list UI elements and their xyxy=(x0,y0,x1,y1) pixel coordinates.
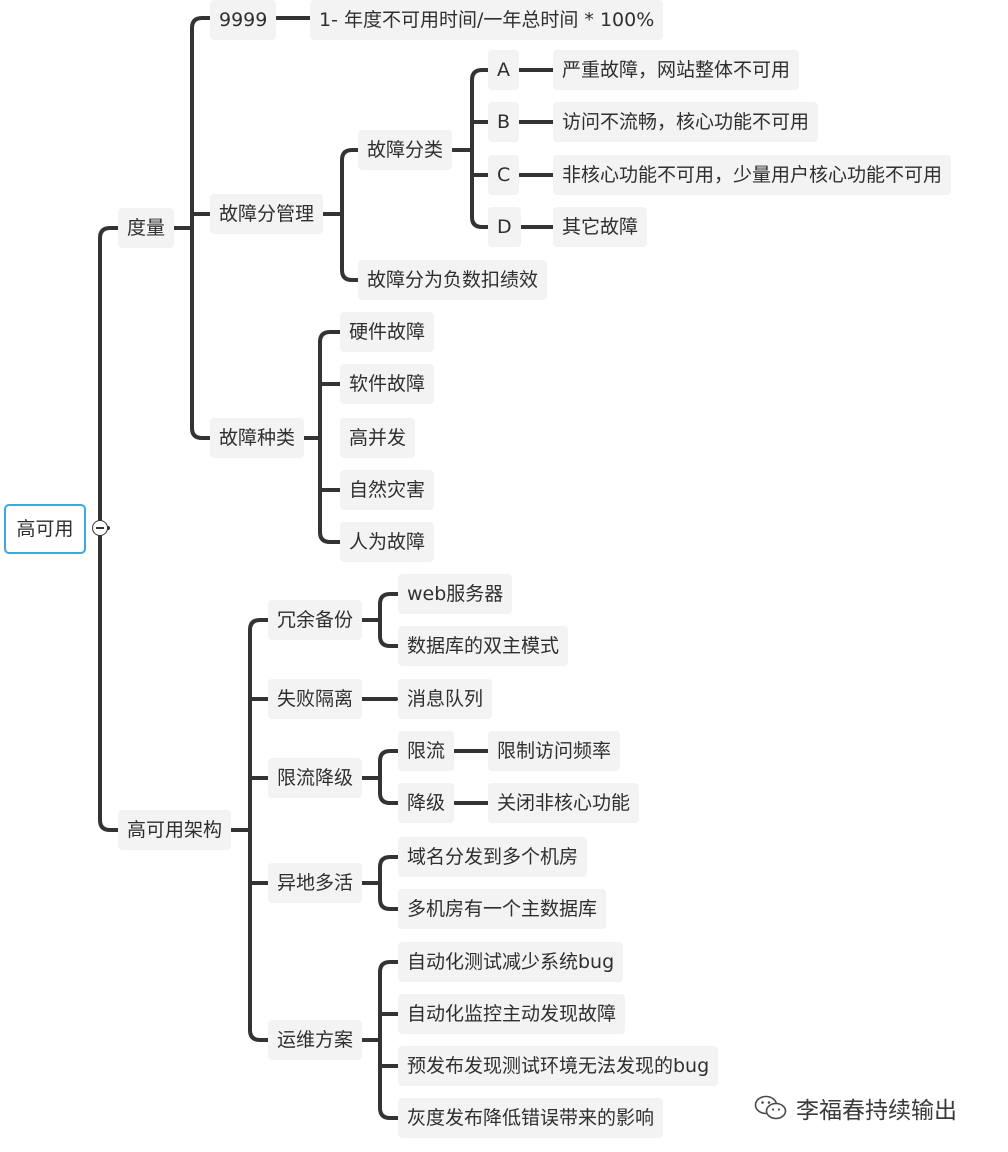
node-level-d[interactable]: D xyxy=(488,207,521,247)
node-yunwei-fangan[interactable]: 运维方案 xyxy=(268,1020,363,1060)
root-node[interactable]: 高可用 xyxy=(4,504,86,554)
node-level-a-desc[interactable]: 严重故障，网站整体不可用 xyxy=(553,50,800,90)
node-level-a[interactable]: A xyxy=(488,50,519,90)
connector-gzzl xyxy=(302,330,342,544)
connector-gzfgl xyxy=(321,148,362,282)
node-9999-desc[interactable]: 1- 年度不可用时间/一年总时间 * 100% xyxy=(310,0,664,40)
node-ziran-zaihai[interactable]: 自然灾害 xyxy=(340,470,435,510)
node-level-b-desc[interactable]: 访问不流畅，核心功能不可用 xyxy=(553,102,819,142)
node-huidu-fabu[interactable]: 灰度发布降低错误带来的影响 xyxy=(398,1098,664,1138)
node-zidonghua-jiankong[interactable]: 自动化监控主动发现故障 xyxy=(398,994,626,1034)
connector-ywfa xyxy=(360,960,400,1120)
connector-gzfl xyxy=(451,68,492,229)
connector-duliang xyxy=(172,16,212,440)
connector-xljj xyxy=(360,749,400,805)
node-rongyu-beifen[interactable]: 冗余备份 xyxy=(268,600,363,640)
node-gaokeyong-jiagou[interactable]: 高可用架构 xyxy=(118,810,232,850)
node-yingjian-guzhang[interactable]: 硬件故障 xyxy=(340,312,435,352)
node-guzhang-fenlei[interactable]: 故障分类 xyxy=(358,130,453,170)
node-9999[interactable]: 9999 xyxy=(210,0,277,40)
node-guzhangfen-guanli[interactable]: 故障分管理 xyxy=(210,194,324,234)
watermark: 李福春持续输出 xyxy=(754,1090,957,1126)
node-jiangji[interactable]: 降级 xyxy=(398,783,455,823)
connector-ydhd xyxy=(360,855,400,911)
node-level-d-desc[interactable]: 其它故障 xyxy=(553,207,648,247)
node-gaobingfa[interactable]: 高并发 xyxy=(340,418,416,458)
node-duojifang-zhushujuku[interactable]: 多机房有一个主数据库 xyxy=(398,889,607,929)
node-guanbi-feihexin[interactable]: 关闭非核心功能 xyxy=(488,783,640,823)
connector-gkyjg xyxy=(230,618,270,1042)
connector-ryby xyxy=(360,592,400,648)
collapse-toggle-icon[interactable] xyxy=(92,520,108,536)
node-yuming-fenfa[interactable]: 域名分发到多个机房 xyxy=(398,837,588,877)
node-zidonghua-ceshi[interactable]: 自动化测试减少系统bug xyxy=(398,942,624,982)
wechat-icon xyxy=(754,1095,787,1120)
node-guzhang-zhonglei[interactable]: 故障种类 xyxy=(210,418,305,458)
node-guzhangfen-fushu[interactable]: 故障分为负数扣绩效 xyxy=(358,260,548,300)
node-shujuku-shuangzhu[interactable]: 数据库的双主模式 xyxy=(398,626,569,666)
node-level-b[interactable]: B xyxy=(488,102,520,142)
node-renwei-guzhang[interactable]: 人为故障 xyxy=(340,522,435,562)
node-xianliu-jiangji[interactable]: 限流降级 xyxy=(268,758,363,798)
node-level-c-desc[interactable]: 非核心功能不可用，少量用户核心功能不可用 xyxy=(553,155,952,195)
connector-root-trunk xyxy=(98,226,122,832)
node-xiaoxi-duilie[interactable]: 消息队列 xyxy=(398,679,493,719)
node-shibai-geli[interactable]: 失败隔离 xyxy=(268,679,363,719)
node-duliang[interactable]: 度量 xyxy=(118,208,175,248)
node-ruanjian-guzhang[interactable]: 软件故障 xyxy=(340,364,435,404)
node-level-c[interactable]: C xyxy=(488,155,520,195)
node-web-server[interactable]: web服务器 xyxy=(398,574,513,614)
watermark-text: 李福春持续输出 xyxy=(796,1098,957,1124)
node-xianzhi-fangwen-pinlv[interactable]: 限制访问频率 xyxy=(488,731,621,771)
node-yidi-duohuo[interactable]: 异地多活 xyxy=(268,863,363,903)
node-xianliu[interactable]: 限流 xyxy=(398,731,455,771)
node-yufabu[interactable]: 预发布发现测试环境无法发现的bug xyxy=(398,1046,719,1086)
